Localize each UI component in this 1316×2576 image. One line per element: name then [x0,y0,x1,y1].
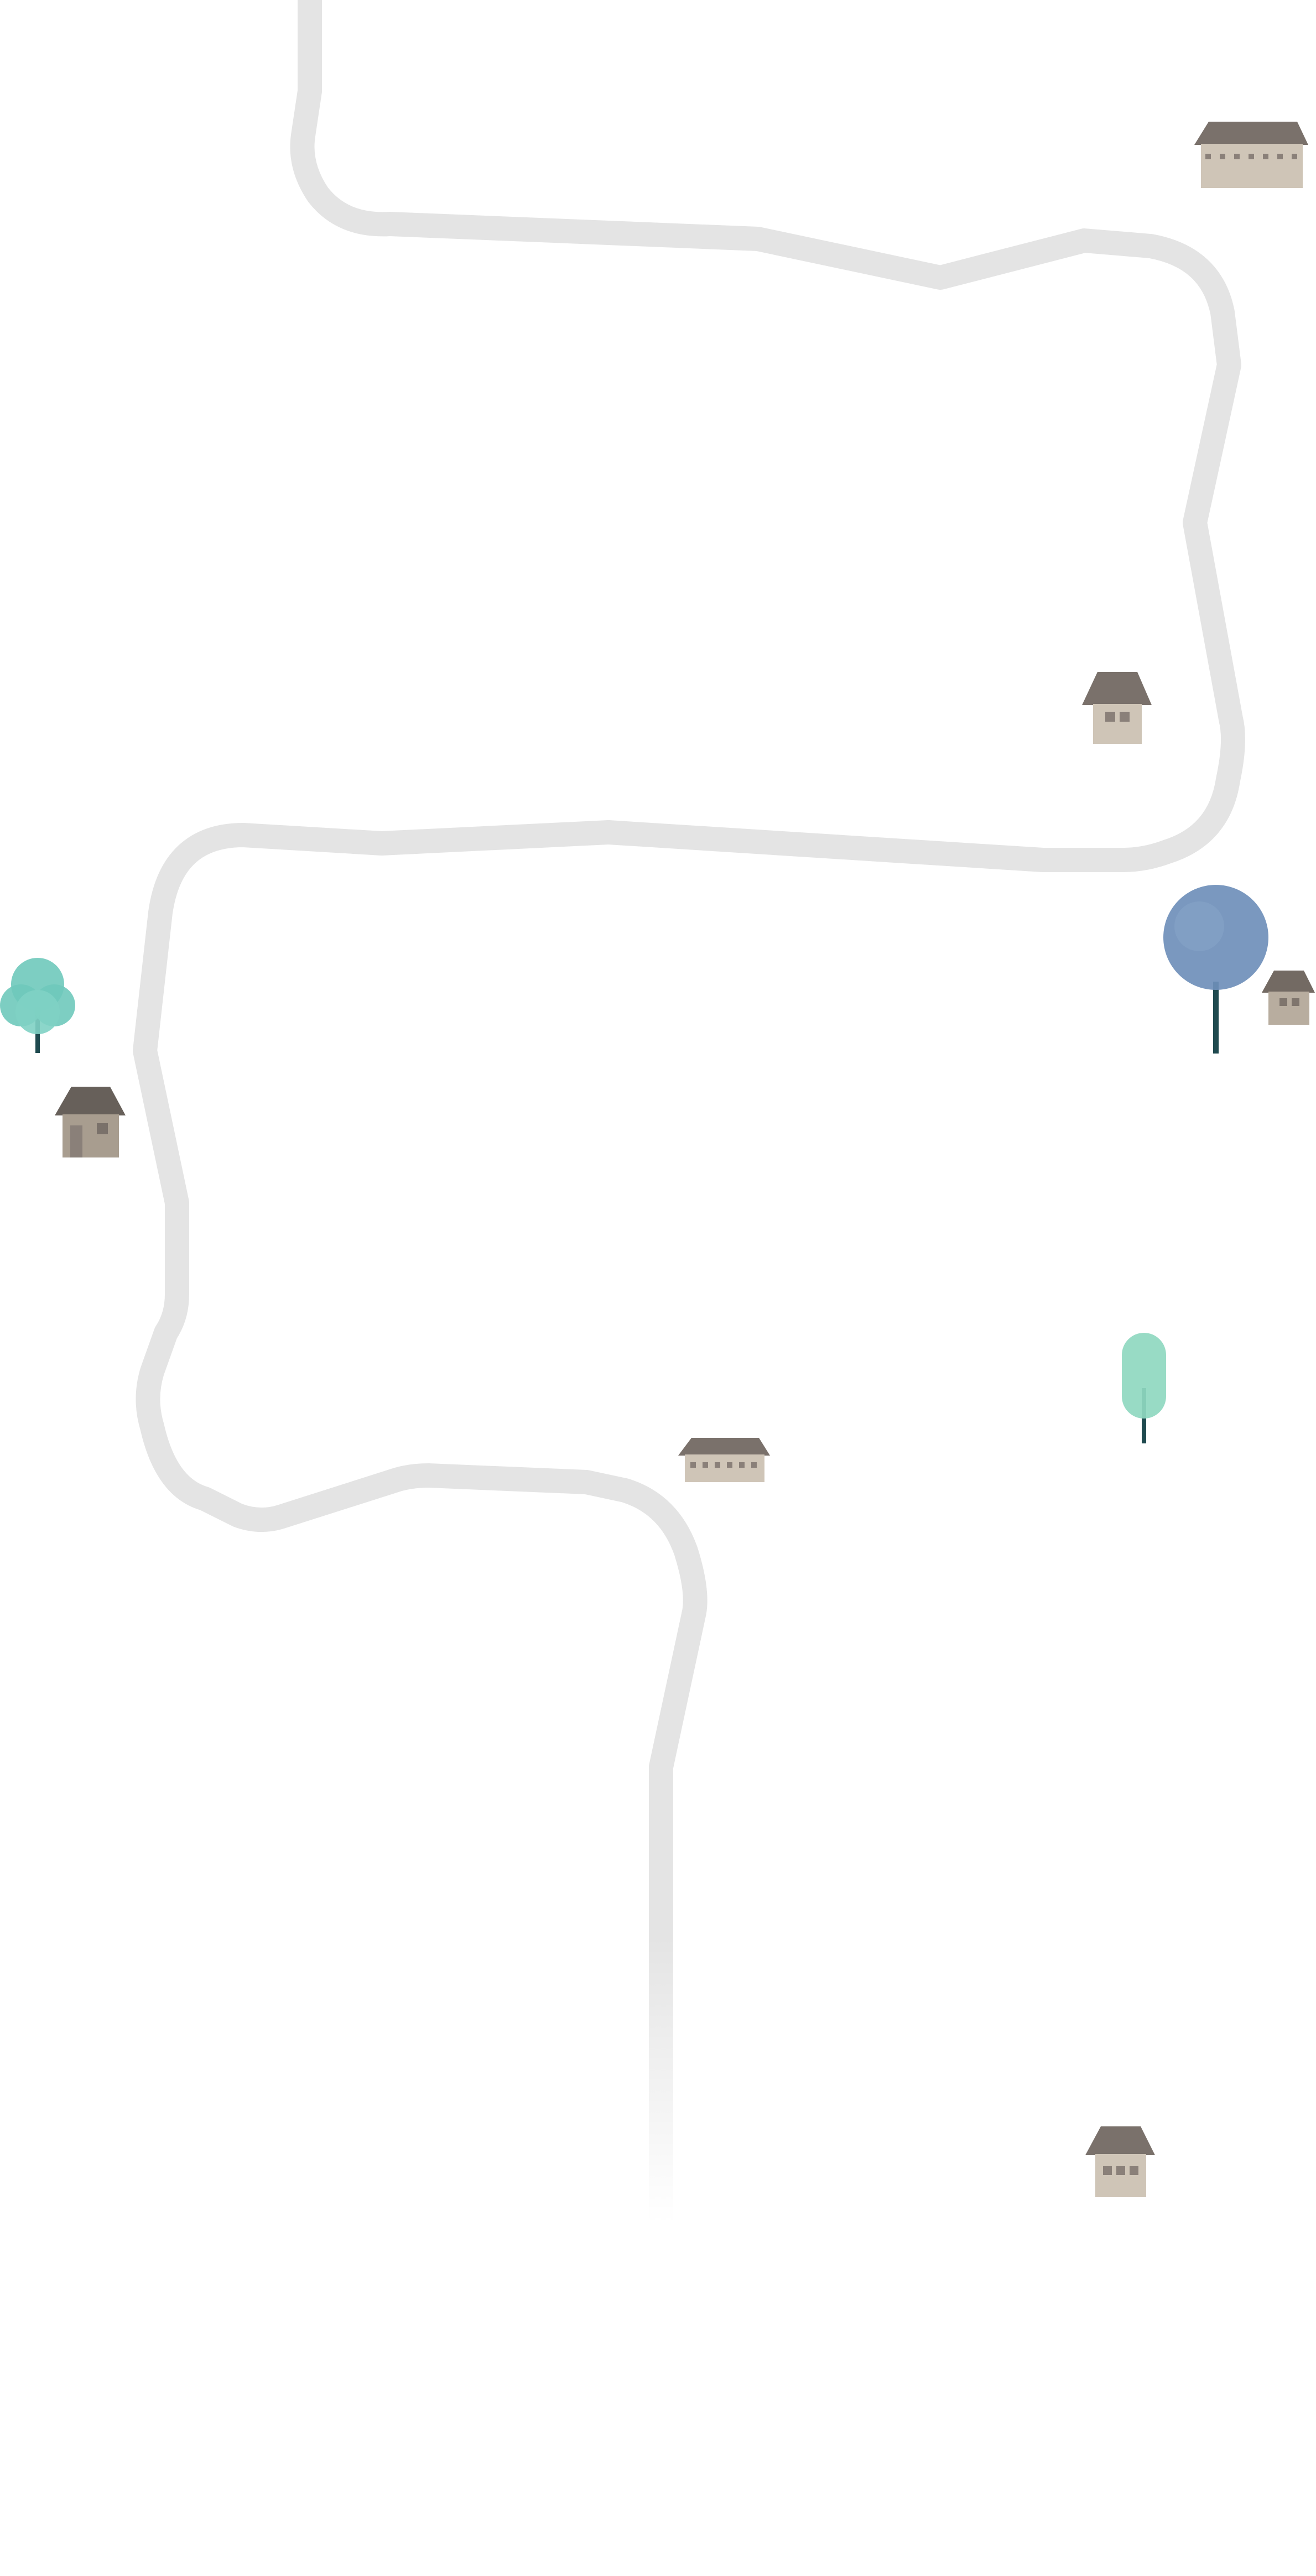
tree-round-icon [0,958,75,1053]
house-icon [55,1087,126,1157]
longhouse-icon [1194,122,1308,188]
house-icon [1082,672,1152,744]
tree-tall-icon [1122,1333,1166,1443]
longhouse-icon [678,1438,770,1482]
house-icon [1085,2126,1155,2197]
tree-round-icon [1163,885,1268,1054]
road-fade [608,1936,719,2245]
road-path [133,0,1245,2223]
house-icon [1262,971,1315,1025]
